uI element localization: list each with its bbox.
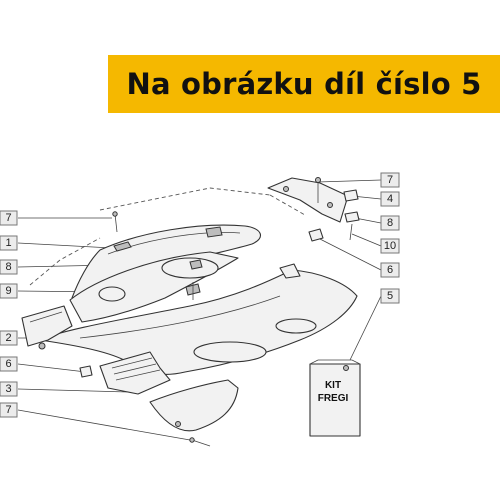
banner-title: Na obrázku díl číslo 5 bbox=[126, 67, 482, 101]
washer-8-right bbox=[344, 211, 360, 223]
screw-10 bbox=[349, 223, 353, 241]
panel-inner-oval bbox=[161, 257, 219, 279]
callout-number: 7 bbox=[5, 404, 11, 416]
callout-left-1: 7 bbox=[0, 210, 18, 226]
kit-box-top bbox=[309, 359, 361, 365]
screw-7-top-head bbox=[112, 211, 118, 217]
left-rear-piece-detail bbox=[29, 311, 63, 323]
kit-box bbox=[309, 363, 361, 437]
clip-8 bbox=[189, 259, 203, 270]
callout-number: 6 bbox=[5, 358, 11, 370]
callout-number: 5 bbox=[387, 290, 393, 302]
cover-slot bbox=[113, 241, 132, 252]
bracket-hole-2 bbox=[327, 202, 333, 208]
kit-label-line2: FREGI bbox=[318, 393, 349, 404]
top-bracket-plate bbox=[267, 177, 349, 223]
callout-number: 8 bbox=[387, 217, 393, 229]
callout-left-4: 9 bbox=[0, 283, 18, 299]
panel-opening bbox=[98, 286, 126, 302]
screw-7-bottom-head bbox=[189, 437, 195, 443]
kit-box-eyelet bbox=[343, 365, 349, 371]
callout-left-7: 3 bbox=[0, 381, 18, 397]
callout-number: 9 bbox=[5, 285, 11, 297]
lower-cover-3-grille bbox=[111, 357, 161, 381]
callout-left-8: 7 bbox=[0, 402, 18, 418]
callout-left-5: 2 bbox=[0, 330, 18, 346]
left-rear-hole bbox=[38, 342, 46, 350]
leaders-right bbox=[317, 179, 382, 361]
nut-6-left bbox=[79, 365, 93, 378]
callout-number: 10 bbox=[384, 240, 396, 252]
callout-right-4: 10 bbox=[380, 238, 400, 254]
bracket-hole-1 bbox=[283, 186, 289, 192]
callout-right-1: 7 bbox=[380, 172, 400, 188]
callout-number: 8 bbox=[5, 261, 11, 273]
side-body-window bbox=[193, 341, 267, 363]
callout-left-6: 6 bbox=[0, 356, 18, 372]
callout-number: 2 bbox=[5, 332, 11, 344]
nut-6-right bbox=[308, 228, 324, 242]
screw-7-bottom bbox=[191, 439, 211, 447]
callout-right-6: 5 bbox=[380, 288, 400, 304]
callout-number: 7 bbox=[5, 212, 11, 224]
kit-label-line1: KIT bbox=[325, 380, 341, 391]
side-body-rear-window bbox=[275, 318, 317, 334]
lower-rear-cover bbox=[149, 379, 239, 432]
callout-number: 3 bbox=[5, 383, 11, 395]
callout-number: 4 bbox=[387, 193, 393, 205]
screw-7-top bbox=[114, 213, 118, 233]
frame-line-top bbox=[99, 187, 271, 211]
callout-right-5: 6 bbox=[380, 262, 400, 278]
callout-number: 1 bbox=[5, 237, 11, 249]
callout-left-2: 1 bbox=[0, 235, 18, 251]
lower-rear-hole bbox=[175, 421, 181, 427]
cover-tab bbox=[205, 226, 223, 238]
callout-left-3: 8 bbox=[0, 259, 18, 275]
callout-right-2: 4 bbox=[380, 191, 400, 207]
rear-fin bbox=[279, 263, 301, 279]
callout-number: 7 bbox=[387, 174, 393, 186]
left-rear-piece bbox=[21, 305, 73, 347]
callout-number: 6 bbox=[387, 264, 393, 276]
screw-7-right-head bbox=[315, 177, 321, 183]
clip-4 bbox=[343, 189, 359, 202]
side-body-crease bbox=[79, 295, 281, 339]
callout-right-3: 8 bbox=[380, 215, 400, 231]
lower-cover-3 bbox=[99, 351, 171, 395]
title-banner: Na obrázku díl číslo 5 bbox=[108, 55, 500, 113]
